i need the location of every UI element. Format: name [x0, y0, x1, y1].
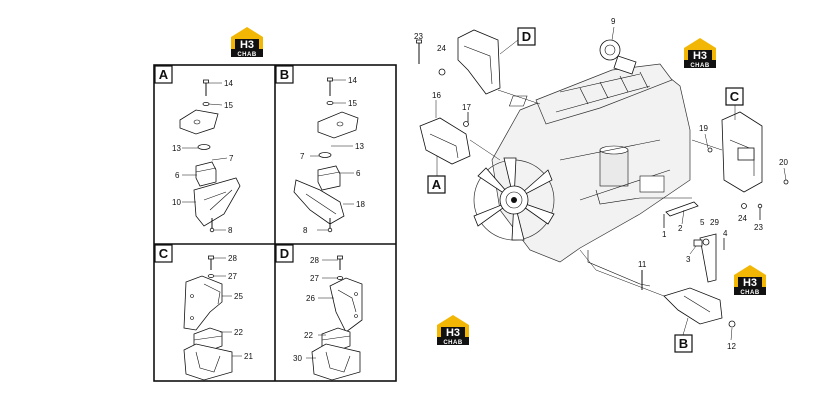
callout-15: 15 [224, 101, 233, 110]
callout-20: 20 [779, 158, 788, 167]
callout-6: 6 [356, 169, 361, 178]
panel-d: D 28 27 26 22 30 [275, 244, 363, 381]
callout-23: 23 [414, 32, 423, 41]
svg-text:A: A [159, 67, 169, 82]
callout-8: 8 [228, 226, 233, 235]
panel-a: A 14 15 13 7 6 10 8 [154, 65, 241, 235]
callout-21: 21 [244, 352, 253, 361]
callout-18: 18 [356, 200, 365, 209]
callout-3: 3 [686, 255, 691, 264]
svg-text:CHAB: CHAB [690, 63, 709, 69]
callout-4: 4 [723, 229, 728, 238]
svg-text:H3: H3 [693, 50, 707, 62]
svg-text:CHAB: CHAB [237, 52, 256, 58]
callout-15: 15 [348, 99, 357, 108]
callout-2: 2 [678, 224, 683, 233]
svg-text:H3: H3 [743, 277, 757, 289]
callout-28: 28 [310, 256, 319, 265]
callout-9: 9 [611, 17, 616, 26]
callout-14: 14 [224, 79, 233, 88]
assembly-leader-lines [469, 89, 723, 297]
callout-7: 7 [229, 154, 234, 163]
callout-11: 11 [638, 260, 647, 269]
callout-19: 19 [699, 124, 708, 133]
view-label-c: C [721, 87, 763, 193]
engine-assembly [473, 39, 692, 287]
callout-23: 23 [754, 223, 763, 232]
callout-10: 10 [172, 198, 181, 207]
svg-text:D: D [280, 246, 289, 261]
callout-7: 7 [300, 152, 305, 161]
callout-24: 24 [437, 44, 446, 53]
callout-5: 5 [700, 218, 705, 227]
main-callouts: 23 24 9 16 17 19 20 24 23 1 2 5 29 4 3 1… [414, 17, 788, 351]
brand-logo: H3 CHAB [437, 315, 469, 346]
svg-text:C: C [730, 89, 740, 104]
svg-text:B: B [280, 67, 289, 82]
callout-22: 22 [304, 331, 313, 340]
callout-13: 13 [355, 142, 364, 151]
panel-b: B 14 15 7 13 6 18 8 [275, 65, 365, 235]
view-label-a: A [419, 117, 471, 194]
callout-13: 13 [172, 144, 181, 153]
callout-14: 14 [348, 76, 357, 85]
callout-1: 1 [662, 230, 667, 239]
svg-text:CHAB: CHAB [443, 340, 462, 346]
callout-29: 29 [710, 218, 719, 227]
callout-26: 26 [306, 294, 315, 303]
svg-text:H3: H3 [446, 327, 460, 339]
callout-25: 25 [234, 292, 243, 301]
callout-24: 24 [738, 214, 747, 223]
svg-text:C: C [159, 246, 169, 261]
panel-c: C 28 27 25 22 21 [154, 244, 253, 381]
fan [473, 157, 555, 241]
svg-text:D: D [522, 29, 531, 44]
detail-panel-grid [153, 64, 397, 382]
view-label-d: D [457, 27, 536, 95]
svg-text:H3: H3 [240, 39, 254, 51]
main-hardware [416, 39, 789, 328]
svg-text:B: B [679, 336, 688, 351]
svg-text:CHAB: CHAB [740, 290, 759, 296]
svg-text:A: A [432, 177, 442, 192]
callout-30: 30 [293, 354, 302, 363]
callout-17: 17 [462, 103, 471, 112]
brand-logo: H3 CHAB [684, 38, 716, 69]
view-label-b: B [663, 287, 723, 353]
callout-22: 22 [234, 328, 243, 337]
callout-27: 27 [310, 274, 319, 283]
callout-12: 12 [727, 342, 736, 351]
brand-logo: H3 CHAB [734, 265, 766, 296]
callout-27: 27 [228, 272, 237, 281]
callout-16: 16 [432, 91, 441, 100]
brand-logo: H3 CHAB [231, 27, 263, 58]
callout-6: 6 [175, 171, 180, 180]
callout-8: 8 [303, 226, 308, 235]
callout-28: 28 [228, 254, 237, 263]
